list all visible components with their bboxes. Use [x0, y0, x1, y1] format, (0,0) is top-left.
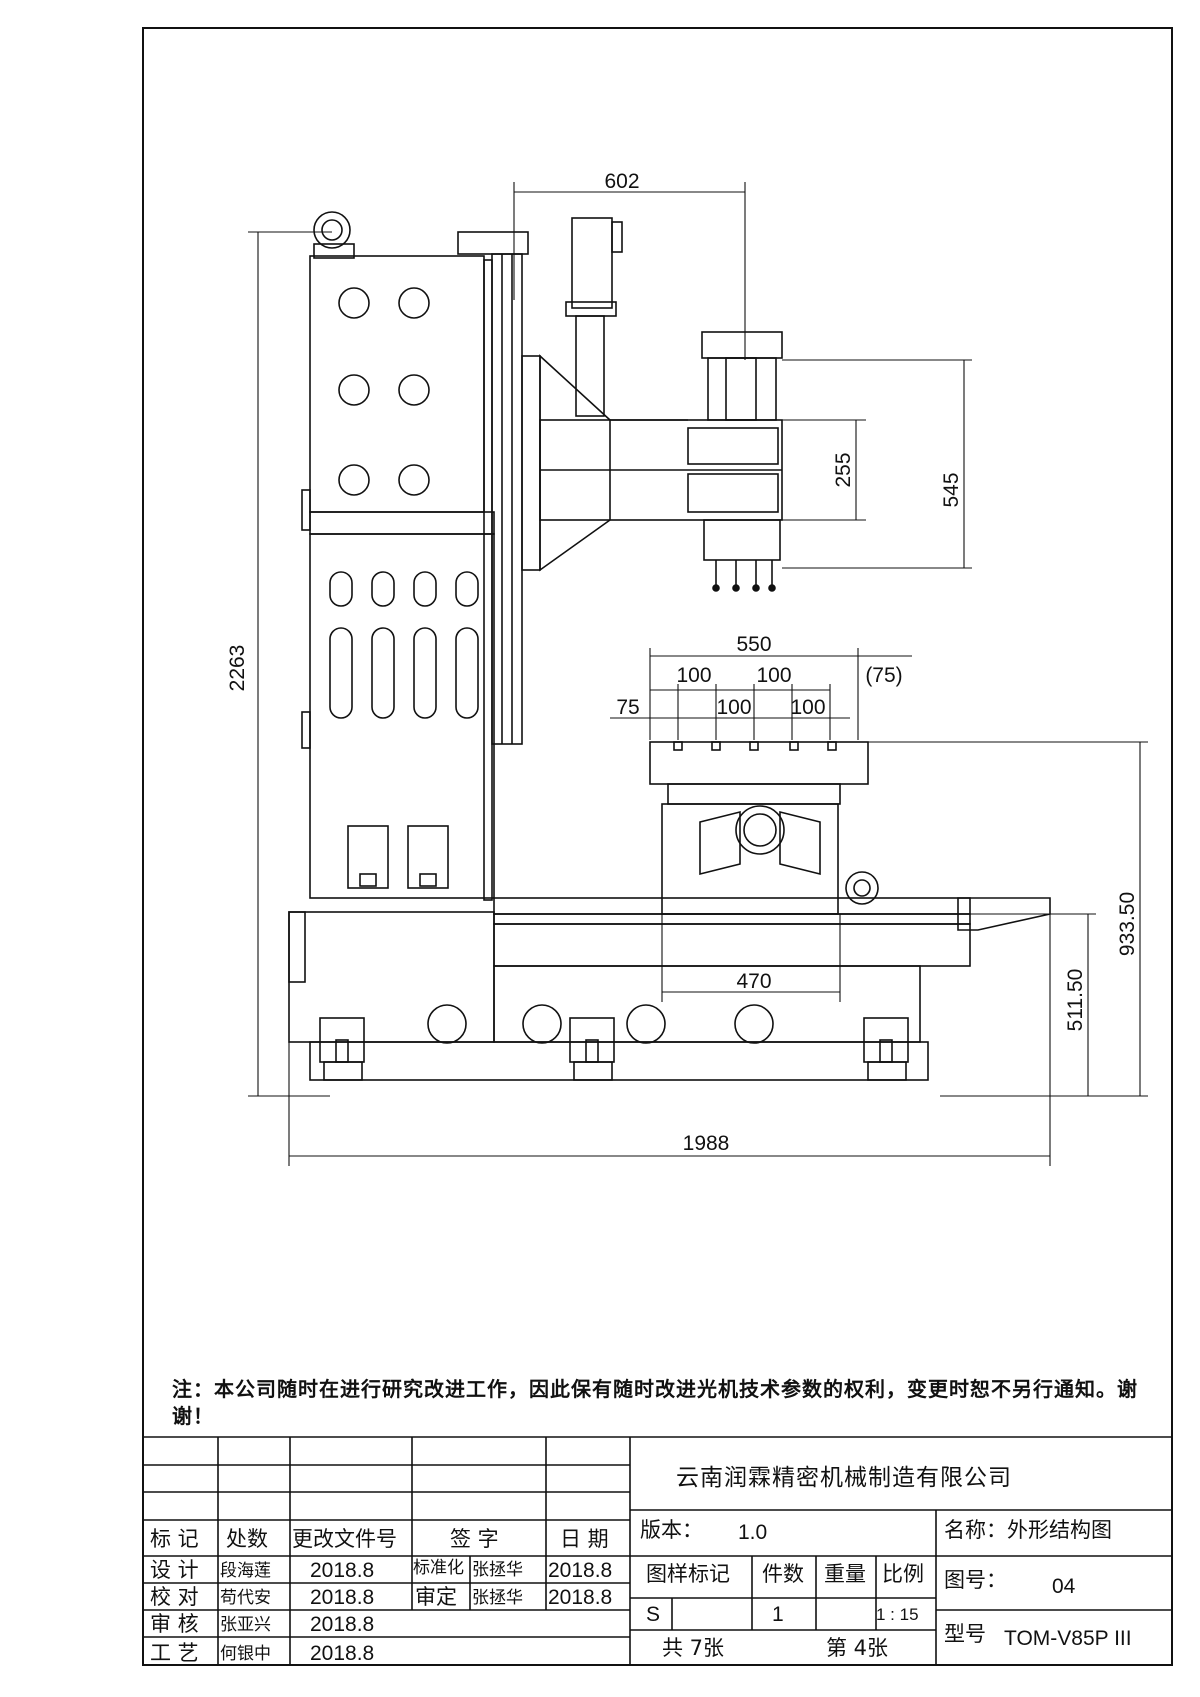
drawing-no-value: 04 — [1052, 1575, 1076, 1598]
dimension-texts: 602 255 545 2263 550 100 100 (75) 75 100… — [226, 170, 1139, 1155]
role-review: 审 核 — [150, 1612, 199, 1636]
dim-511-50: 511.50 — [1064, 969, 1087, 1032]
dim-2263: 2263 — [226, 645, 249, 692]
company-name: 云南润霖精密机械制造有限公司 — [676, 1465, 1012, 1491]
dim-602: 602 — [604, 170, 639, 193]
dim-550: 550 — [736, 633, 771, 656]
dim-255: 255 — [832, 452, 855, 487]
total-sheets: 共 7张 — [662, 1636, 725, 1660]
dim-100-c: 100 — [716, 696, 751, 719]
sheet-number: 第 4张 — [826, 1636, 889, 1660]
name-review: 张亚兴 — [220, 1615, 271, 1635]
header-mark: 标 记 — [150, 1527, 199, 1551]
dim-1988: 1988 — [683, 1132, 730, 1155]
model-value: TOM-V85P III — [1004, 1627, 1132, 1650]
model-label: 型号 — [944, 1622, 986, 1646]
header-date: 日 期 — [560, 1527, 609, 1551]
standard-name: 张拯华 — [472, 1560, 523, 1580]
version-label: 版本： — [640, 1518, 703, 1542]
role-design: 设 计 — [150, 1558, 199, 1582]
header-place: 处数 — [226, 1527, 268, 1551]
dim-75-right: (75) — [865, 664, 902, 687]
role-check: 校 对 — [150, 1585, 199, 1609]
revision-note: 注：本公司随时在进行研究改进工作，因此保有随时改进光机技术参数的权利，变更时恕不… — [172, 1377, 1138, 1428]
scale-value: 1 : 15 — [876, 1605, 919, 1624]
dim-100-a: 100 — [676, 664, 711, 687]
machine-drawing — [288, 211, 1051, 1081]
drawing-mark-label: 图样标记 — [646, 1562, 730, 1586]
scale-label: 比例 — [882, 1562, 924, 1586]
name-label: 名称：外形结构图 — [944, 1518, 1112, 1542]
approve-name: 张拯华 — [472, 1588, 523, 1608]
standard-label: 标准化 — [413, 1558, 464, 1578]
name-process: 何银中 — [220, 1644, 271, 1664]
dim-470: 470 — [736, 970, 771, 993]
date-review: 2018.8 — [310, 1613, 375, 1636]
drawing-no-label: 图号： — [944, 1568, 1007, 1592]
approve-label: 审定 — [415, 1585, 457, 1609]
dim-100-b: 100 — [756, 664, 791, 687]
role-process: 工 艺 — [150, 1641, 199, 1665]
header-sign: 签 字 — [450, 1527, 499, 1551]
dimension-lines — [248, 182, 1148, 1166]
mark-value: S — [646, 1603, 661, 1626]
date-design: 2018.8 — [310, 1559, 375, 1582]
dim-75-left: 75 — [616, 696, 639, 719]
name-check: 苟代安 — [220, 1588, 271, 1608]
dim-545: 545 — [940, 472, 963, 507]
sheet-border — [142, 27, 1173, 1666]
version-value: 1.0 — [738, 1521, 768, 1544]
date-check: 2018.8 — [310, 1586, 375, 1609]
date-process: 2018.8 — [310, 1642, 375, 1665]
dim-933-50: 933.50 — [1116, 892, 1139, 956]
standard-date: 2018.8 — [548, 1559, 613, 1582]
approve-date: 2018.8 — [548, 1586, 613, 1609]
name-design: 段海莲 — [220, 1561, 271, 1581]
weight-label: 重量 — [824, 1562, 866, 1586]
dim-100-d: 100 — [790, 696, 825, 719]
header-doc: 更改文件号 — [292, 1527, 397, 1551]
title-block-grid — [143, 1436, 1172, 1665]
qty-label: 件数 — [762, 1562, 804, 1586]
qty-value: 1 — [772, 1603, 784, 1626]
